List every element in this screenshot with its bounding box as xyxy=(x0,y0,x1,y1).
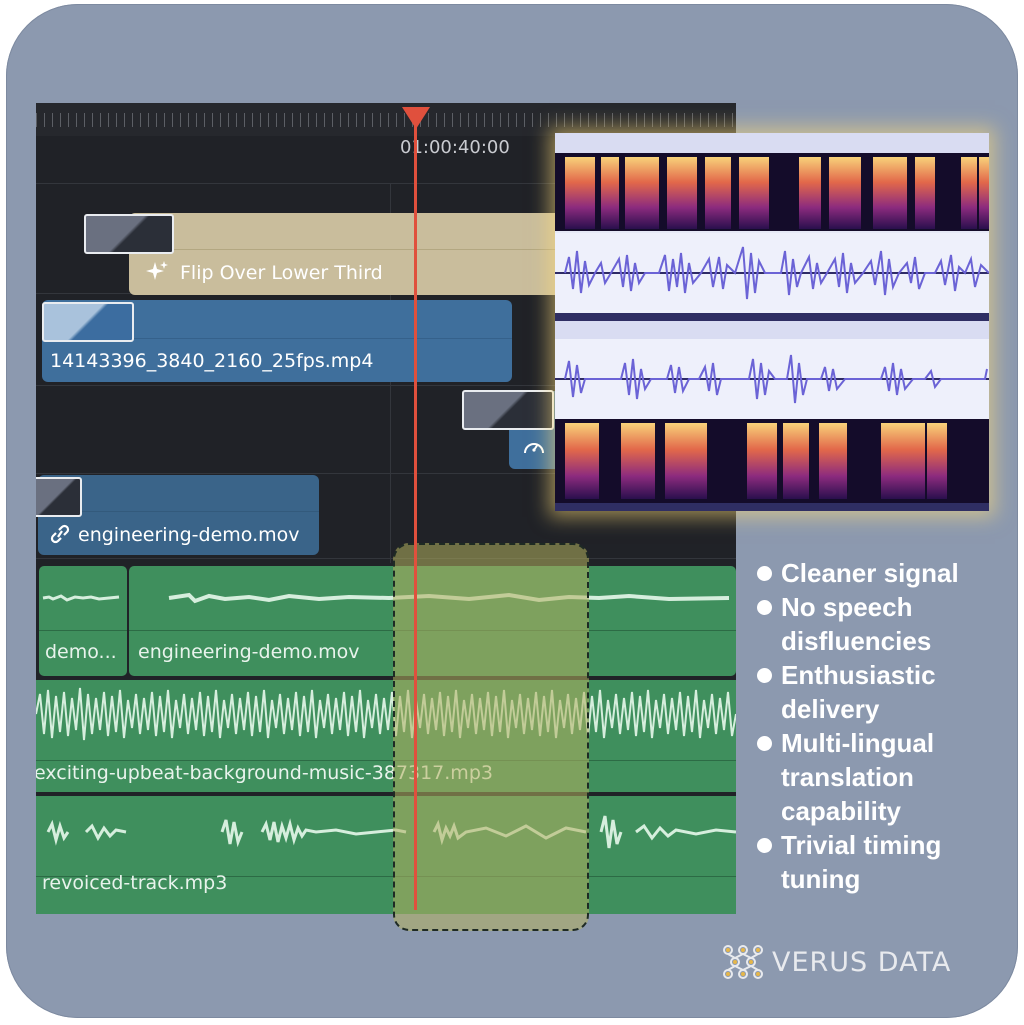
highlight-region xyxy=(393,543,589,931)
audio-clip-background-music[interactable]: exciting-upbeat-background-music-387317.… xyxy=(36,680,736,792)
video-clip-label: 14143396_3840_2160_25fps.mp4 xyxy=(50,350,374,372)
bullet-dot xyxy=(757,736,772,751)
brand-name: VERUS DATA xyxy=(772,946,952,978)
sparkle-icon xyxy=(146,261,168,280)
brand-logo: VERUS DATA xyxy=(720,942,951,982)
audio-clip-label: engineering-demo.mov xyxy=(138,641,360,663)
bullet-dot xyxy=(757,668,772,683)
audio-clip-label: revoiced-track.mp3 xyxy=(42,872,228,894)
track-divider xyxy=(36,558,736,559)
audio-waveform xyxy=(42,594,120,602)
playhead-timecode: 01:00:40:00 xyxy=(400,137,510,158)
linked-clip-thumbnail xyxy=(36,477,82,517)
audio-waveform xyxy=(36,687,736,741)
speed-gauge-icon xyxy=(524,443,544,454)
audio-clip-revoiced-track[interactable]: revoiced-track.mp3 xyxy=(36,796,736,914)
benefit-item: Cleaner signal xyxy=(757,556,1007,590)
audio-waveform xyxy=(168,592,730,604)
audio-waveform xyxy=(46,815,736,849)
ruler-ticks xyxy=(36,113,736,127)
title-clip-label: Flip Over Lower Third xyxy=(180,262,383,284)
video-clip-thumbnail xyxy=(42,302,134,342)
benefit-item: No speech disfluencies xyxy=(757,590,1007,658)
benefit-item: Enthusiastic delivery xyxy=(757,658,1007,726)
slide-card: 01:00:40:00 Flip Over Lower Third 141433… xyxy=(6,4,1018,1018)
spectrogram-panel xyxy=(555,133,990,511)
retimed-clip-thumbnail xyxy=(462,390,554,430)
bullet-dot xyxy=(757,838,772,853)
audio-clip-label: demo... xyxy=(45,641,117,663)
title-clip-thumbnail xyxy=(84,214,174,254)
playhead[interactable] xyxy=(414,116,417,910)
verus-logo-icon xyxy=(723,945,763,979)
timeline-ruler[interactable] xyxy=(36,103,736,136)
track-divider xyxy=(36,183,736,184)
track-divider xyxy=(36,473,736,474)
playhead-handle[interactable] xyxy=(402,107,430,129)
audio-clip-label: exciting-upbeat-background-music-387317.… xyxy=(36,762,493,784)
benefits-list: Cleaner signal No speech disfluencies En… xyxy=(757,556,1007,896)
link-icon xyxy=(50,524,70,544)
benefit-item: Multi-lingual translation capability xyxy=(757,726,1007,828)
bullet-dot xyxy=(757,566,772,581)
track-divider xyxy=(36,385,736,386)
benefit-item: Trivial timing tuning xyxy=(757,828,1007,896)
spectrogram-graphic xyxy=(555,133,990,511)
linked-clip-label: engineering-demo.mov xyxy=(78,524,300,546)
audio-clip-demo-short[interactable]: demo... xyxy=(39,566,127,676)
linked-video-clip[interactable]: engineering-demo.mov xyxy=(38,475,319,555)
bullet-dot xyxy=(757,600,772,615)
